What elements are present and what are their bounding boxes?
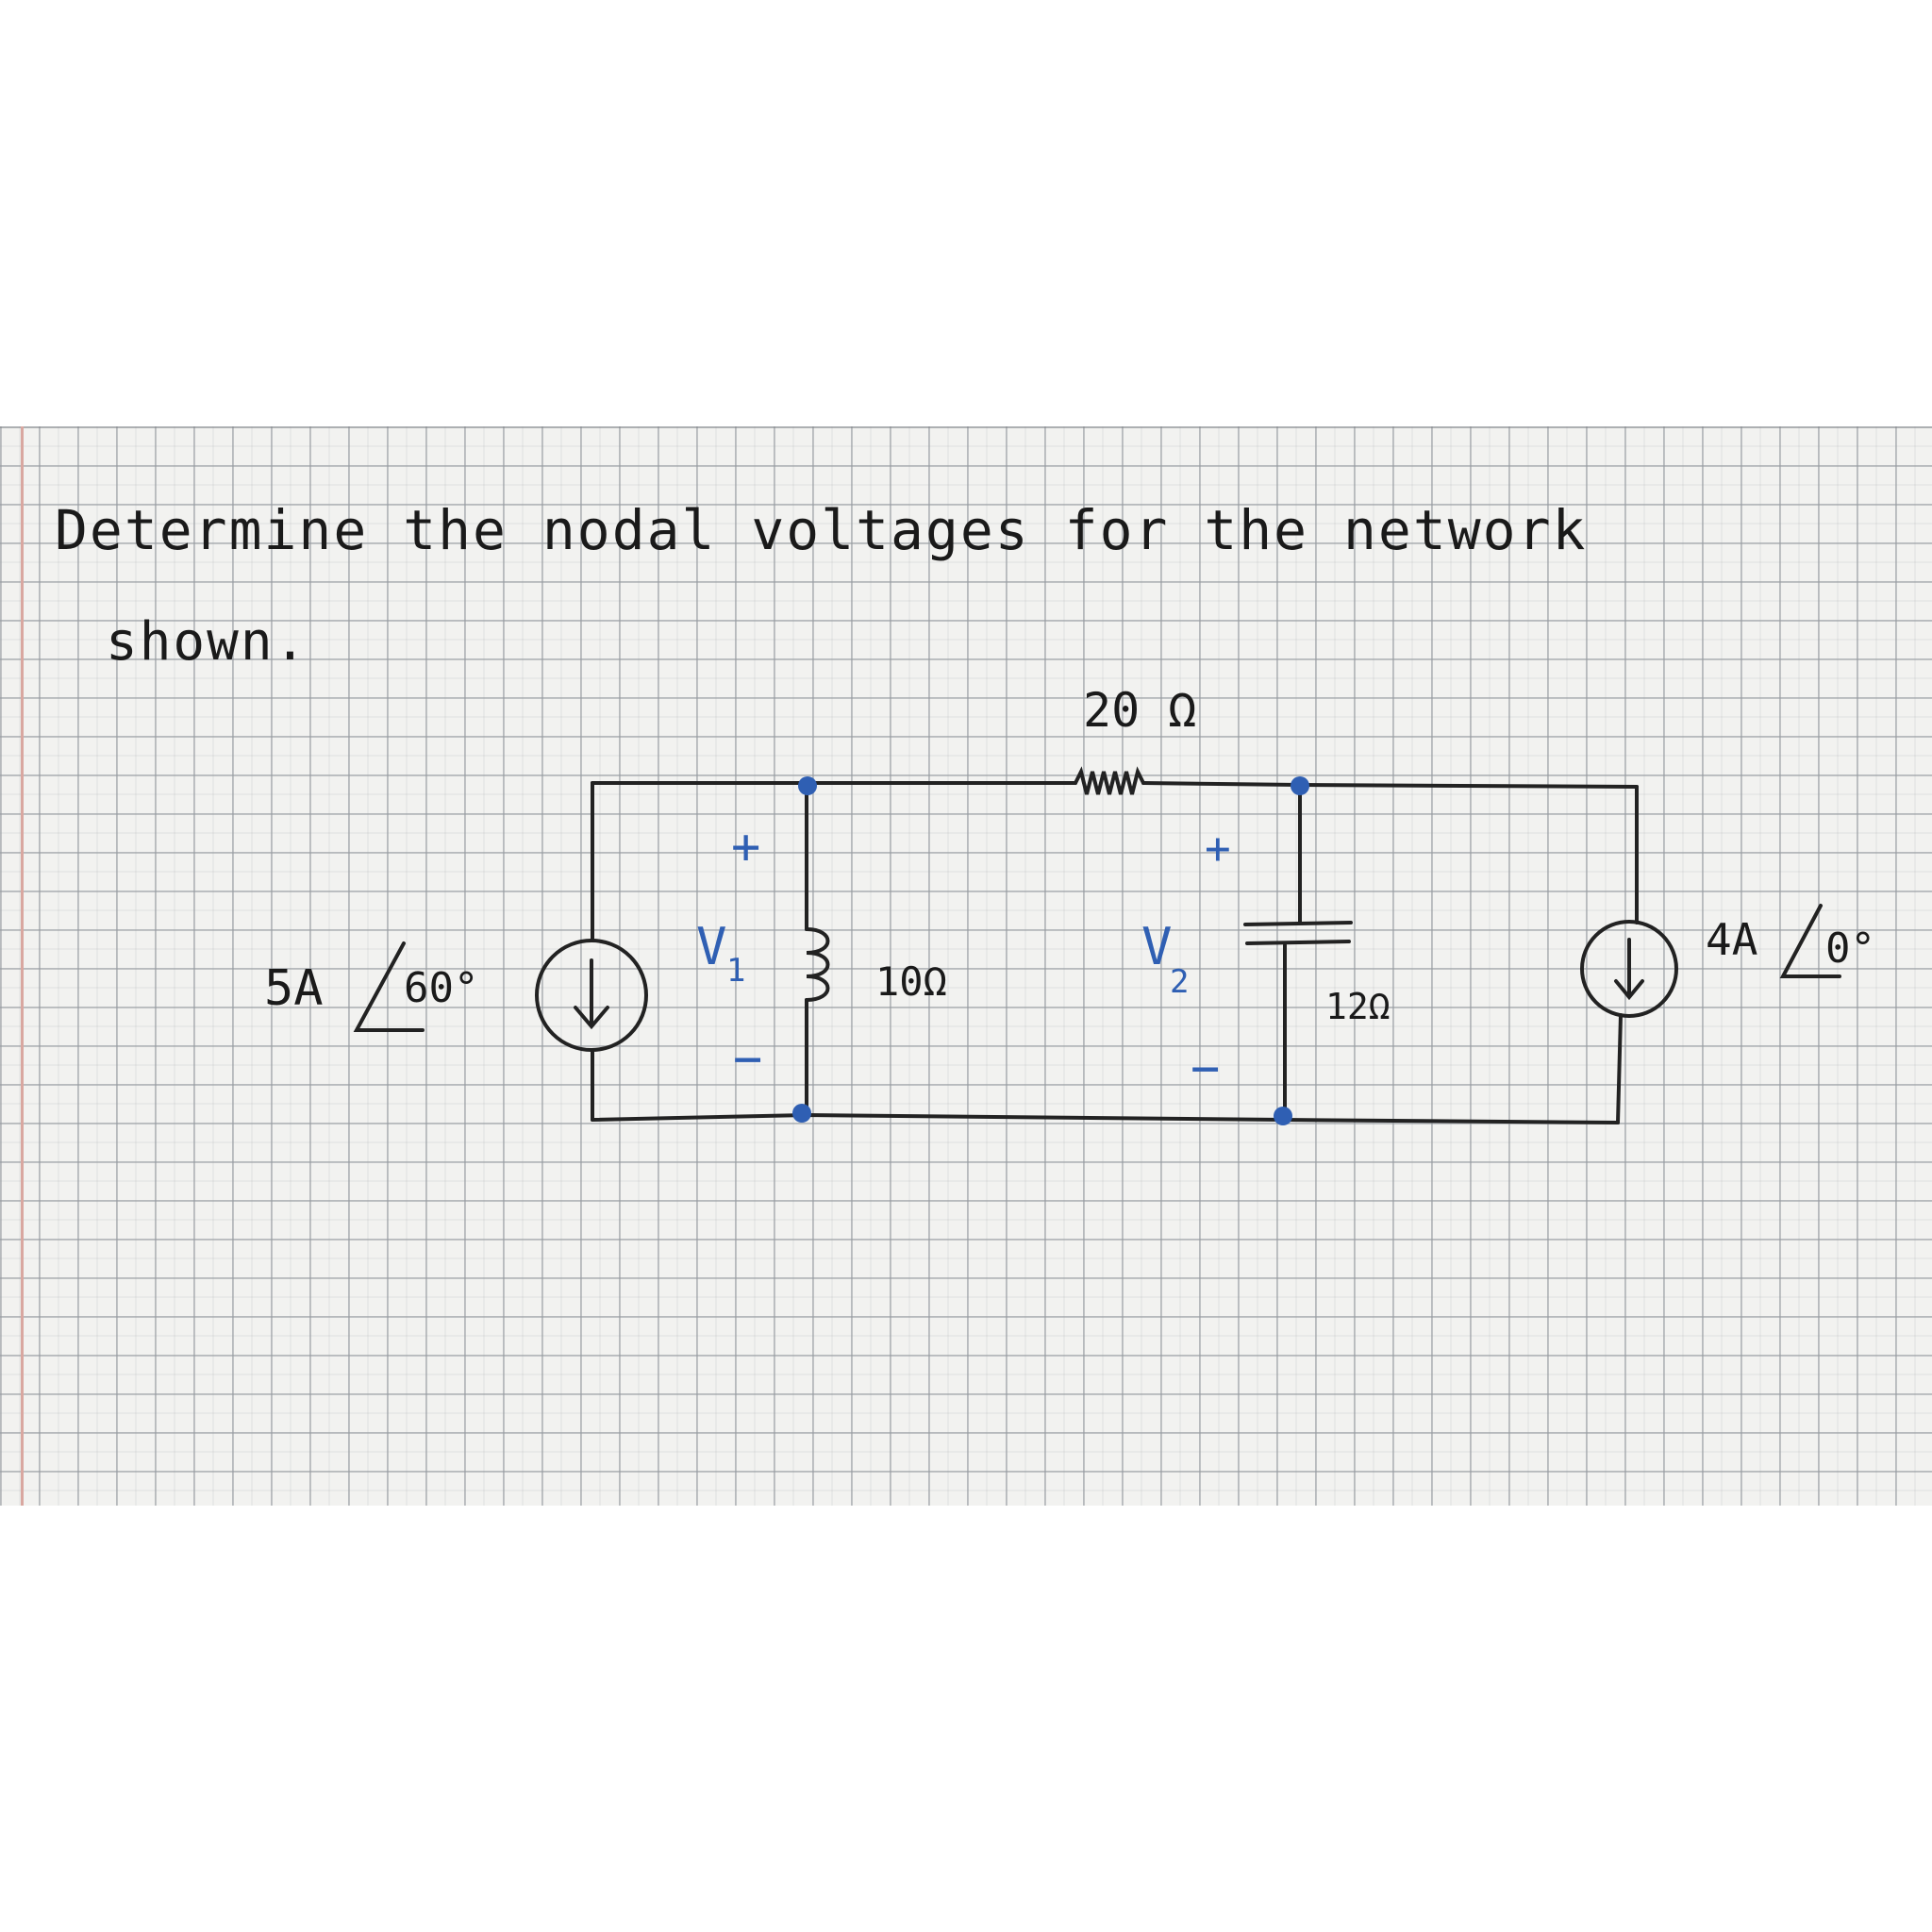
right-source-magnitude: 4A — [1706, 914, 1757, 965]
v2-minus-sign: − — [1191, 1041, 1220, 1097]
v1-plus-sign: + — [731, 819, 760, 875]
node-dot-v1-bottom — [792, 1104, 811, 1123]
v1-minus-sign: − — [733, 1031, 762, 1088]
v1-subscript: 1 — [726, 952, 745, 990]
capacitor-12-ohm — [1243, 783, 1353, 1122]
current-source-left — [535, 939, 648, 1052]
v1-polarity: + − V 1 — [696, 819, 762, 1088]
v1-label: V — [696, 917, 727, 976]
problem-statement-line-2: shown. — [106, 611, 308, 673]
arrow-down-icon — [574, 958, 609, 1030]
node-dot-v2-bottom — [1274, 1107, 1292, 1125]
right-source-branch — [1616, 785, 1639, 1124]
inductor-label: 10Ω — [875, 958, 947, 1005]
arrow-down-icon — [1614, 938, 1644, 1001]
current-source-right — [1580, 920, 1678, 1018]
v2-label: V — [1141, 917, 1173, 976]
angle-symbol — [353, 941, 425, 1032]
v2-subscript: 2 — [1170, 963, 1189, 1001]
left-source-label: 5A 60° — [264, 941, 478, 1032]
left-source-angle: 60° — [404, 964, 478, 1012]
capacitor-label: 12Ω — [1325, 986, 1391, 1027]
node-dot-v1-top — [798, 776, 817, 795]
problem-statement-line-1: Determine the nodal voltages for the net… — [55, 498, 1588, 562]
left-source-magnitude: 5A — [264, 960, 324, 1017]
inductor-10-ohm — [805, 781, 830, 1117]
bottom-wire — [591, 1112, 1620, 1124]
right-source-angle: 0° — [1825, 924, 1875, 973]
node-dot-v2-top — [1291, 776, 1309, 795]
resistor-label: 20 Ω — [1083, 683, 1196, 738]
top-wire — [591, 781, 1639, 789]
v2-plus-sign: + — [1205, 823, 1231, 874]
resistor-20-ohm — [1074, 766, 1145, 795]
right-source-label: 4A 0° — [1706, 904, 1875, 978]
graph-paper — [0, 426, 1932, 1506]
paper-margin-line — [21, 426, 24, 1506]
v2-polarity: + − V 2 — [1141, 823, 1231, 1097]
angle-symbol — [1779, 904, 1841, 978]
